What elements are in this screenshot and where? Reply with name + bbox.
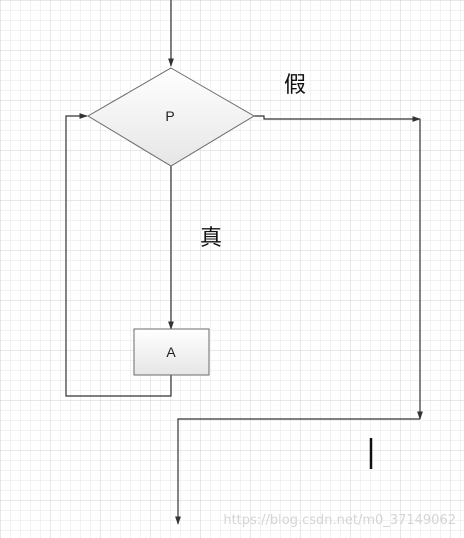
- loop-back-arrow: [65, 113, 172, 397]
- true-branch-label: 真: [200, 226, 222, 251]
- process-label: A: [166, 344, 176, 360]
- false-branch-label: 假: [284, 73, 306, 98]
- false-branch-arrow: [254, 115, 421, 122]
- process-box[interactable]: [133, 328, 210, 376]
- merge-arrow: [175, 418, 420, 525]
- watermark: https://blog.csdn.net/m0_37149062: [223, 513, 456, 528]
- decision-label: P: [165, 108, 174, 124]
- connectors: [65, 0, 423, 525]
- decision-diamond[interactable]: [87, 67, 255, 167]
